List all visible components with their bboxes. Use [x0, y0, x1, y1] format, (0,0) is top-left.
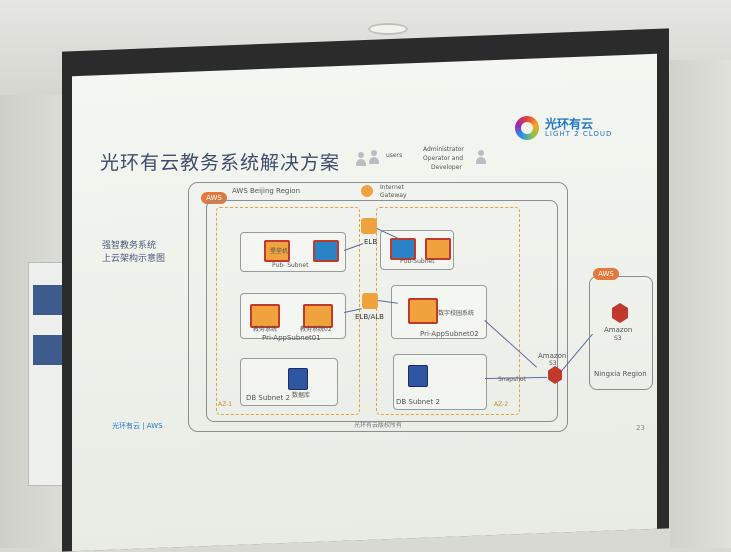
beijing-region-box — [188, 182, 568, 432]
user-icon-1 — [356, 152, 366, 166]
amazon-s3-ningxia-label-2: S3 — [614, 335, 622, 342]
admin-label-1: Administrator — [423, 146, 464, 153]
page-number: 23 — [636, 424, 645, 432]
users-label: users — [386, 152, 403, 159]
amazon-s3-beijing-label-1: Amazon — [538, 352, 567, 360]
bastion-label: 堡垒机 — [270, 248, 289, 255]
nat-instance-right-icon — [390, 238, 416, 260]
snapshot-label: Snapshot — [498, 376, 527, 383]
user-icon-2 — [369, 150, 379, 164]
amazon-s3-ningxia-icon — [612, 303, 628, 323]
brand-logo: 光环有云 LIGHT 2 CLOUD — [515, 113, 625, 143]
elb-label: ELB — [364, 238, 378, 246]
elb-alb-icon — [362, 293, 378, 309]
ceiling-light-center — [368, 23, 408, 35]
pub-subnet-right-label: Pub-Subnet — [400, 258, 435, 265]
ningxia-region-box — [589, 276, 653, 390]
bottom-caption: 光环有云版权所有 — [354, 422, 403, 429]
aws-tag-ningxia: AWS — [593, 268, 619, 280]
database-icon-left — [288, 368, 308, 390]
region-beijing-label: AWS Beijing Region — [232, 187, 301, 195]
pri-app-subnet-02-label: Pri-AppSubnet02 — [420, 330, 479, 338]
logo-ring-icon — [515, 116, 539, 140]
az1-label: AZ-1 — [218, 401, 233, 408]
db-subnet-left-label: DB Subnet 2 — [246, 394, 290, 402]
pub-subnet-left-label: Pub- Subnet — [272, 262, 309, 269]
internet-gateway-label-1: Internet — [380, 184, 404, 191]
side-note: 强智教务系统 上云架构示意图 — [102, 240, 165, 266]
aws-tag-beijing: AWS — [201, 192, 227, 204]
nat-instance-icon — [313, 240, 339, 262]
internet-gateway-label-2: Gateway — [380, 192, 407, 199]
az1-box — [216, 207, 360, 415]
poster-graphic-1 — [33, 285, 65, 315]
db-subnet-right-label: DB Subnet 2 — [396, 398, 440, 406]
internet-gateway-icon — [361, 185, 373, 197]
logo-text-cn: 光环有云 — [545, 117, 594, 131]
amazon-s3-beijing-label-2: S3 — [549, 360, 557, 367]
bastion-right-icon — [425, 238, 451, 260]
app-instance-1-icon — [250, 304, 280, 328]
app-instance-2-icon — [303, 304, 333, 328]
vpc-box — [206, 200, 558, 422]
az2-box — [376, 207, 520, 415]
campus-system-label: 数字校园系统 — [438, 310, 475, 317]
amazon-s3-beijing-icon — [548, 366, 562, 384]
logo-text-en: LIGHT 2 CLOUD — [545, 130, 613, 138]
elb-icon — [361, 218, 377, 234]
bastion-instance-icon — [264, 240, 290, 262]
app-instance-2-label: 教务系统02 — [300, 326, 332, 333]
side-note-line1: 强智教务系统 — [102, 241, 157, 251]
admin-label-3: Developer — [431, 164, 462, 171]
right-wall — [670, 60, 731, 548]
admin-label-2: Operator and — [423, 155, 464, 162]
elb-alb-label: ELB/ALB — [355, 313, 384, 321]
pri-app-subnet-02 — [391, 285, 487, 339]
side-note-line2: 上云架构示意图 — [102, 254, 166, 264]
app-instance-1-label: 教务系统 — [253, 326, 278, 333]
slide-title: 光环有云教务系统解决方案 — [100, 152, 341, 174]
amazon-s3-ningxia-label-1: Amazon — [604, 326, 633, 334]
database-icon-right — [408, 365, 428, 387]
campus-system-icon — [408, 298, 438, 324]
database-label-left: 数据库 — [292, 392, 311, 399]
poster-graphic-2 — [33, 335, 65, 365]
footer-logo: 光环有云 | AWS — [112, 422, 163, 430]
ningxia-region-label: Ningxia Region — [594, 370, 647, 378]
admin-icon — [476, 150, 486, 164]
az2-label: AZ-2 — [494, 401, 509, 408]
pri-app-subnet-01-label: Pri-AppSubnet01 — [262, 334, 321, 342]
